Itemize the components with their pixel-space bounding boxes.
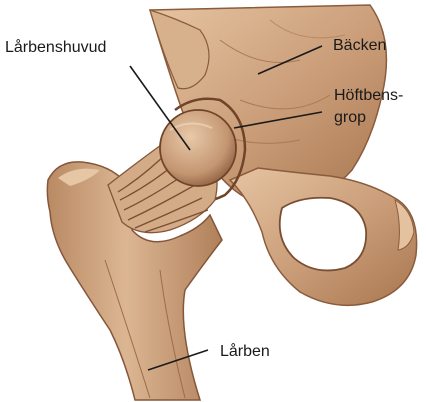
label-pelvis: Bäcken <box>333 37 386 54</box>
label-femoral-head: Lårbenshuvud <box>5 38 106 56</box>
label-acetabulum-line1: Höftbens- <box>334 87 403 104</box>
label-femur: Lårben <box>220 342 270 360</box>
label-acetabulum-line2: grop <box>334 109 366 126</box>
femoral-head <box>160 110 236 186</box>
